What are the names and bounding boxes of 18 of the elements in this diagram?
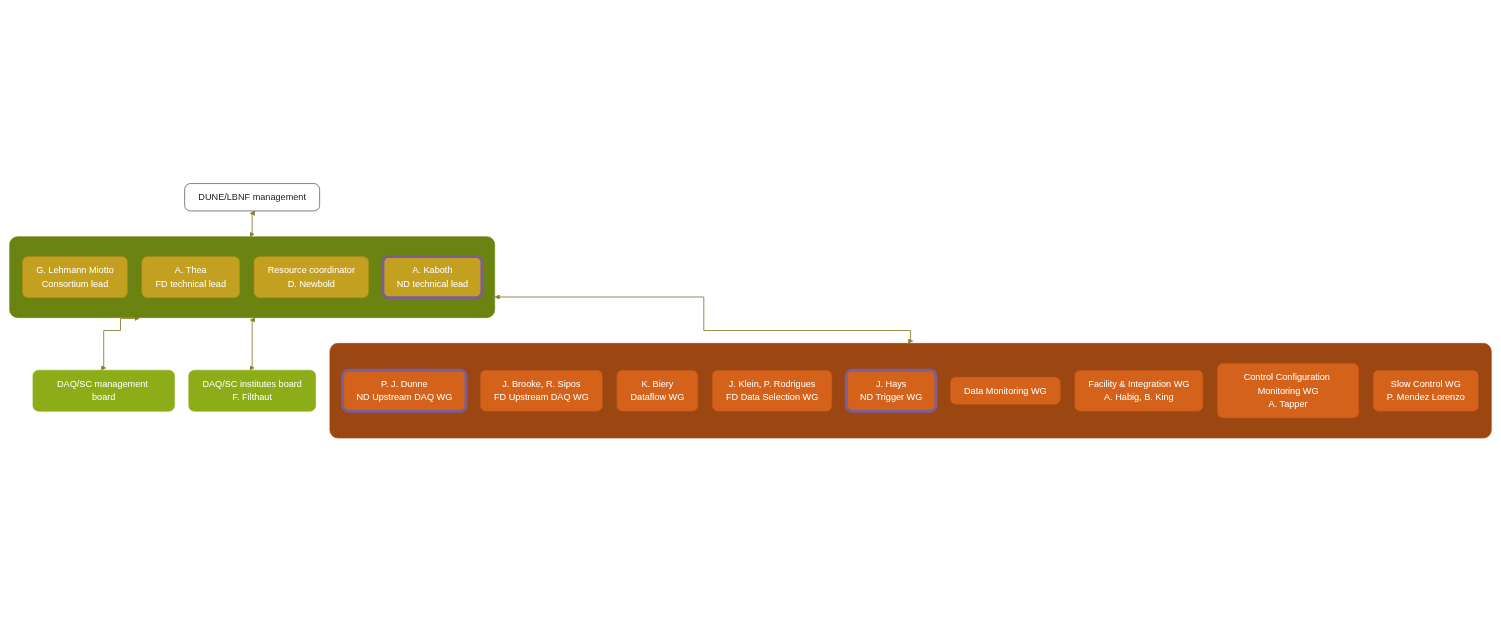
node-box: DUNE/LBNF management [184, 183, 320, 212]
cluster [329, 343, 1492, 439]
node-box: Data Monitoring WG [950, 376, 1061, 405]
node-box: J. Klein, P. Rodrigues FD Data Selection WG [711, 370, 833, 412]
node-box: A. Thea FD technical lead [141, 256, 240, 299]
node-box: A. Kaboth ND technical lead [381, 255, 484, 300]
node-box: DAQ/SC management board [32, 370, 175, 412]
node-box: J. Hays ND Trigger WG [844, 368, 938, 413]
node-box: Resource coordinator D. Newbold [253, 256, 369, 299]
node-box: G. Lehmann Miotto Consortium lead [22, 256, 128, 299]
node-box: Control Configuration Monitoring WG A. Tapper [1217, 363, 1360, 419]
node-box: J. Brooke, R. Sipos FD Upstream DAQ WG [479, 370, 603, 412]
node-box: Slow Control WG P. Mendez Lorenzo [1372, 370, 1479, 412]
node-box: K. Biery Dataflow WG [616, 370, 699, 412]
node-box: P. J. Dunne ND Upstream DAQ WG [341, 368, 468, 413]
node-box: Facility & Integration WG A. Habig, B. King [1074, 370, 1204, 412]
cluster [9, 236, 496, 319]
node-box: DAQ/SC institutes board F. Filthaut [188, 370, 316, 412]
